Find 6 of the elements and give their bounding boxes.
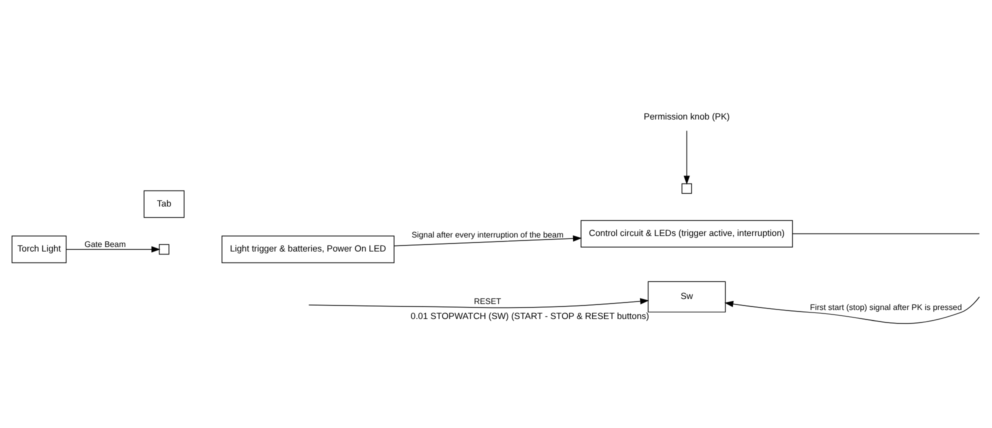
edge-label: Signal after every interruption of the beam [412, 230, 564, 240]
edge-label: First start (stop) signal after PK is pressed [810, 303, 962, 312]
edge-label: RESET [474, 297, 502, 306]
node-text: Permission knob (PK) [644, 112, 730, 122]
node-label: 0.01 STOPWATCH (SW) (START - STOP & RESET buttons) [410, 311, 650, 322]
edge-label: Gate Beam [84, 240, 126, 250]
